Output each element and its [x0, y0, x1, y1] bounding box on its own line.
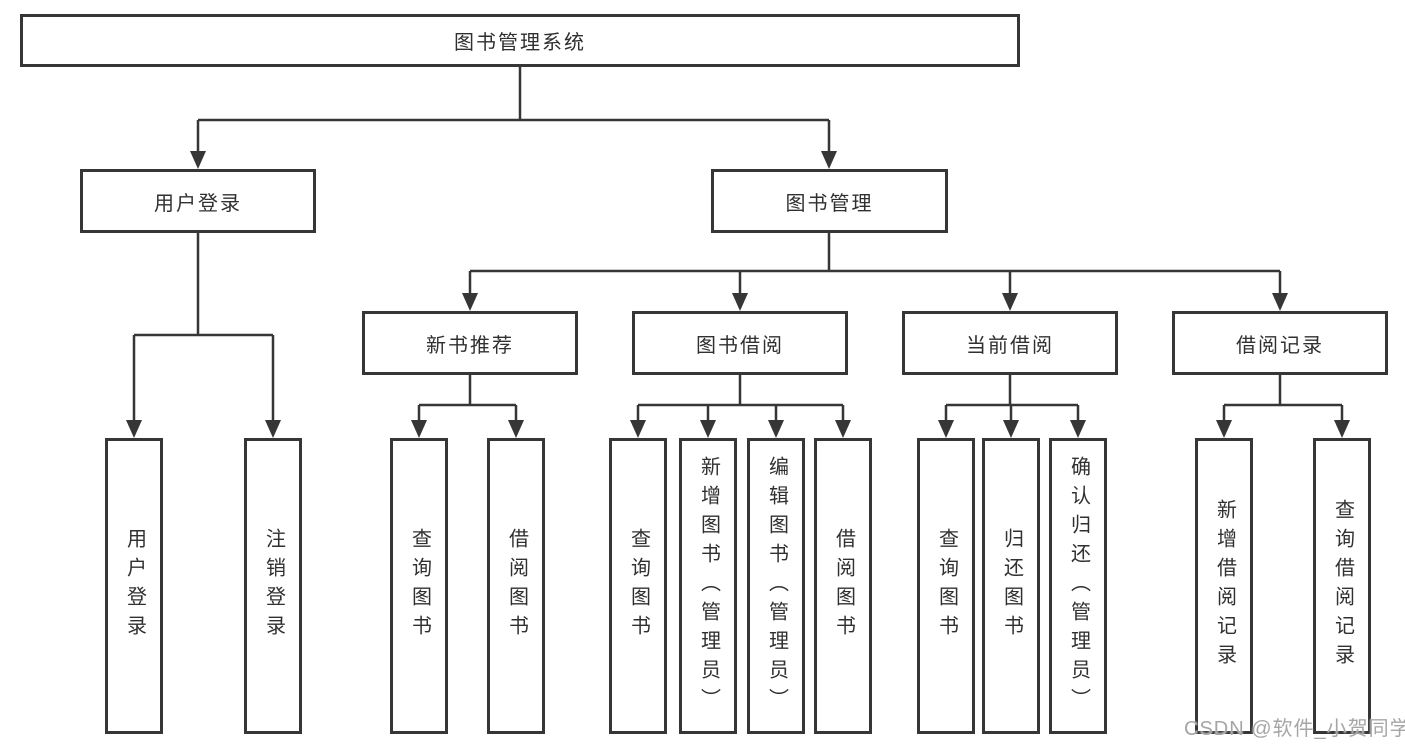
- node-current-borrowing: 当前借阅: [902, 311, 1118, 375]
- leaf-current-return-books: 归还图书: [982, 438, 1040, 734]
- node-label: 查询图书: [935, 528, 958, 644]
- node-book-management: 图书管理: [711, 169, 948, 233]
- node-label: 新书推荐: [426, 334, 514, 357]
- node-label: 图书管理: [785, 192, 874, 215]
- leaf-user-login: 用户登录: [105, 438, 163, 734]
- leaf-current-query-books: 查询图书: [917, 438, 975, 734]
- node-book-borrowing: 图书借阅: [632, 311, 848, 375]
- node-label: 新增图书（管理员）: [697, 455, 720, 717]
- node-label: 新增借阅记录: [1213, 499, 1236, 673]
- node-label: 用户登录: [154, 192, 242, 215]
- leaf-records-query-record: 查询借阅记录: [1313, 438, 1371, 734]
- leaf-newbook-query-books: 查询图书: [390, 438, 448, 734]
- node-new-book-recommend: 新书推荐: [362, 311, 578, 375]
- leaf-records-add-record: 新增借阅记录: [1195, 438, 1253, 734]
- node-label: 用户登录: [123, 528, 146, 644]
- node-label: 编辑图书（管理员）: [765, 455, 788, 717]
- leaf-borrow-borrow-books: 借阅图书: [814, 438, 872, 734]
- node-label: 注销登录: [262, 528, 285, 644]
- node-label: 归还图书: [1000, 528, 1023, 644]
- node-label: 图书管理系统: [454, 32, 586, 54]
- leaf-newbook-borrow-books: 借阅图书: [487, 438, 545, 734]
- node-library-management-system: 图书管理系统: [20, 14, 1020, 67]
- leaf-borrow-add-books-admin: 新增图书（管理员）: [679, 438, 737, 734]
- leaf-current-confirm-return-admin: 确认归还（管理员）: [1049, 438, 1107, 734]
- node-label: 确认归还（管理员）: [1067, 455, 1090, 717]
- leaf-borrow-edit-books-admin: 编辑图书（管理员）: [747, 438, 805, 734]
- leaf-borrow-query-books: 查询图书: [609, 438, 667, 734]
- node-borrowing-records: 借阅记录: [1172, 311, 1388, 375]
- node-label: 查询图书: [408, 528, 431, 644]
- node-label: 图书借阅: [696, 334, 784, 357]
- csdn-watermark: CSDN @软件_小贺同学: [1184, 718, 1405, 740]
- node-label: 借阅图书: [832, 528, 855, 644]
- node-label: 查询借阅记录: [1331, 499, 1354, 673]
- node-label: 借阅图书: [505, 528, 528, 644]
- node-label: 借阅记录: [1236, 334, 1324, 357]
- leaf-logout: 注销登录: [244, 438, 302, 734]
- node-label: 当前借阅: [966, 334, 1054, 357]
- node-label: 查询图书: [627, 528, 650, 644]
- node-user-login: 用户登录: [80, 169, 316, 233]
